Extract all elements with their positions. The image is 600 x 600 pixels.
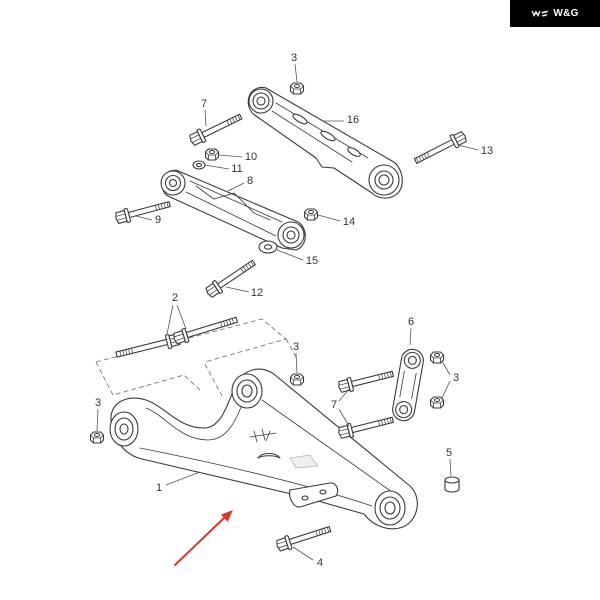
callout-label: 13	[481, 145, 493, 157]
bolt-9	[113, 196, 172, 226]
red-arrow-icon	[174, 510, 233, 566]
callout-label: 3	[453, 372, 459, 384]
callout-label: 3	[95, 397, 101, 409]
callout-label: 4	[317, 557, 323, 569]
callout-label: 14	[343, 216, 355, 228]
bolt-7-link-upper	[336, 366, 395, 395]
callout-label: 15	[306, 255, 318, 267]
nut-3-top	[289, 82, 305, 95]
bolt-7-upper-arm	[187, 109, 245, 148]
bolt-7-link-lower	[336, 412, 395, 441]
bolt-13	[411, 129, 469, 168]
callout-label: 11	[231, 163, 242, 175]
callout-label: 7	[331, 399, 337, 411]
badge-text: W&G	[553, 8, 579, 19]
washer-15	[258, 240, 278, 254]
vertical-link	[392, 348, 424, 422]
callout-label: 6	[408, 316, 414, 328]
lower-arm-bushing-left	[109, 411, 139, 447]
callout-label: 9	[155, 214, 161, 226]
nut-3-link-lower	[429, 396, 445, 409]
brand-badge: W&G	[510, 0, 600, 27]
leader-lines	[96, 63, 479, 561]
callout-label: 12	[251, 287, 263, 299]
callout-label: 3	[293, 341, 299, 353]
nut-14	[303, 208, 319, 221]
nut-3-link-upper	[429, 351, 445, 364]
callout-label: 8	[247, 175, 253, 187]
lower-control-arm	[109, 368, 418, 530]
upper-link-arm	[247, 86, 403, 199]
middle-link-arm	[160, 169, 306, 251]
lower-arm-bushing-top	[231, 373, 263, 409]
bolt-2-left	[114, 331, 183, 362]
callout-label: 10	[245, 151, 257, 163]
callout-label: 7	[201, 98, 207, 110]
callout-label: 2	[172, 292, 178, 304]
dashed-mounting-outline	[95, 318, 297, 397]
nut-10	[204, 148, 220, 161]
washer-11	[192, 160, 206, 170]
nut-3-center	[289, 373, 305, 386]
callout-label: 1	[156, 482, 162, 494]
callout-label: 3	[291, 52, 297, 64]
cap-5	[444, 476, 460, 493]
callout-label: 5	[446, 447, 452, 459]
callout-label: 16	[347, 114, 359, 126]
nut-3-left	[89, 431, 105, 444]
lower-arm-bushing-right	[374, 490, 406, 526]
wg-logo-icon	[531, 9, 549, 19]
bolt-12	[203, 256, 259, 300]
bolt-4	[274, 521, 333, 554]
